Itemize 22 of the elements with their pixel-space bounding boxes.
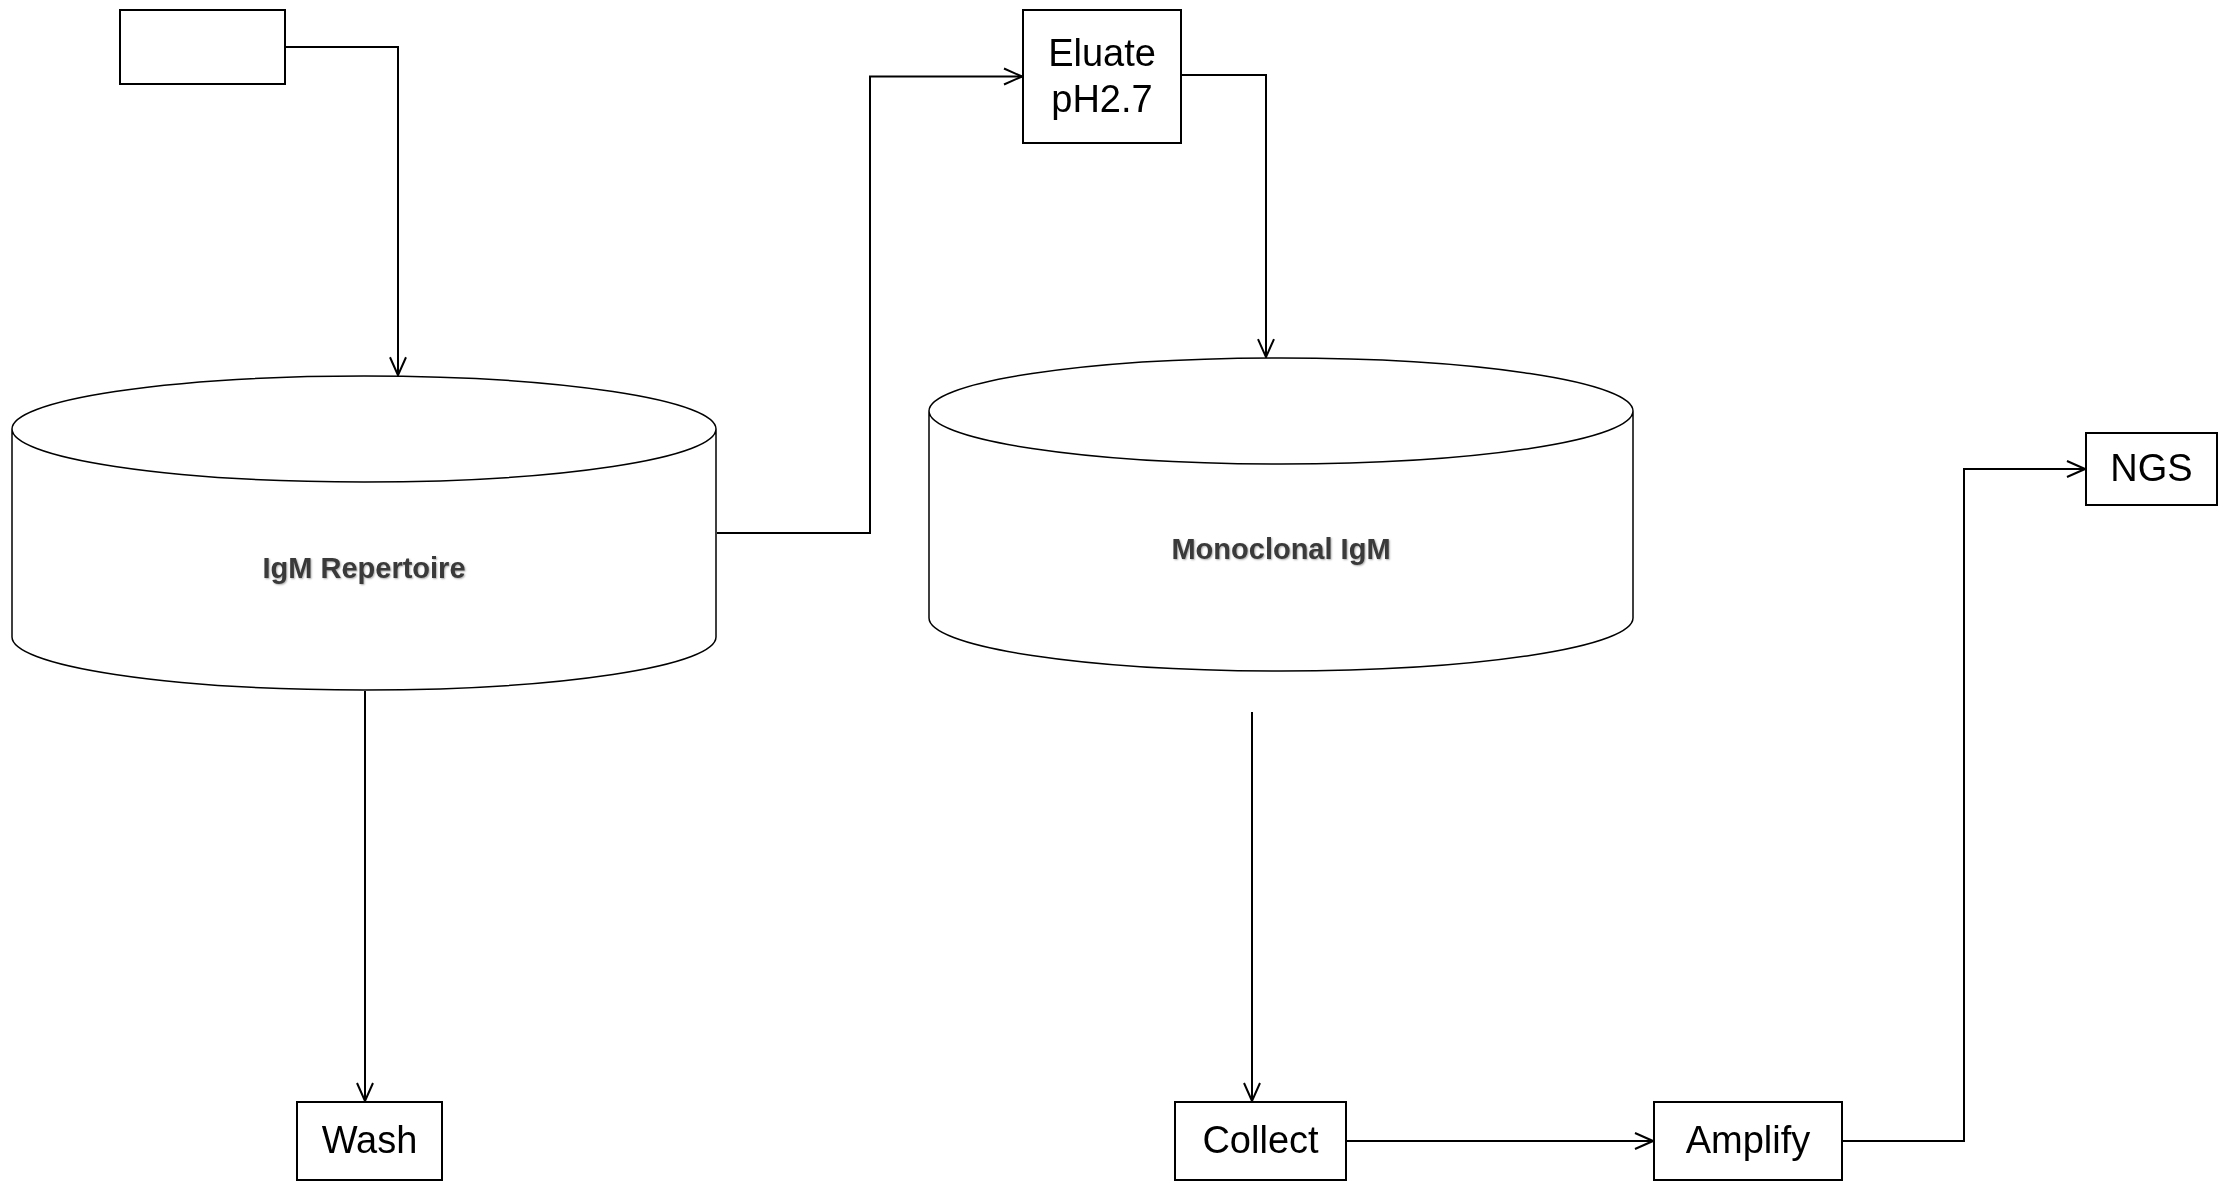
process-box (1653, 1101, 1843, 1181)
process-box (119, 9, 286, 85)
node-label: IgM Repertoire (262, 550, 466, 586)
arrow (356, 690, 374, 1102)
process-box (2085, 432, 2218, 506)
arrow (1346, 1132, 1654, 1150)
arrow (1181, 74, 1275, 359)
arrow (1243, 711, 1261, 1102)
process-box (1022, 9, 1182, 144)
arrow (285, 46, 407, 377)
node-label: Collect (1202, 1118, 1319, 1164)
cylinder-shape (928, 357, 1634, 672)
node-label: Wash (321, 1118, 418, 1164)
node-label: NGS (2110, 446, 2193, 492)
process-box (296, 1101, 443, 1181)
node-label: Amplify (1685, 1118, 1811, 1164)
node-label: Eluate pH2.7 (1047, 30, 1157, 122)
process-box (1174, 1101, 1347, 1181)
arrow (1842, 460, 2086, 1142)
cylinder-shape (11, 375, 717, 691)
node-label: Monoclonal IgM (1171, 532, 1391, 567)
arrow (716, 67, 1023, 534)
